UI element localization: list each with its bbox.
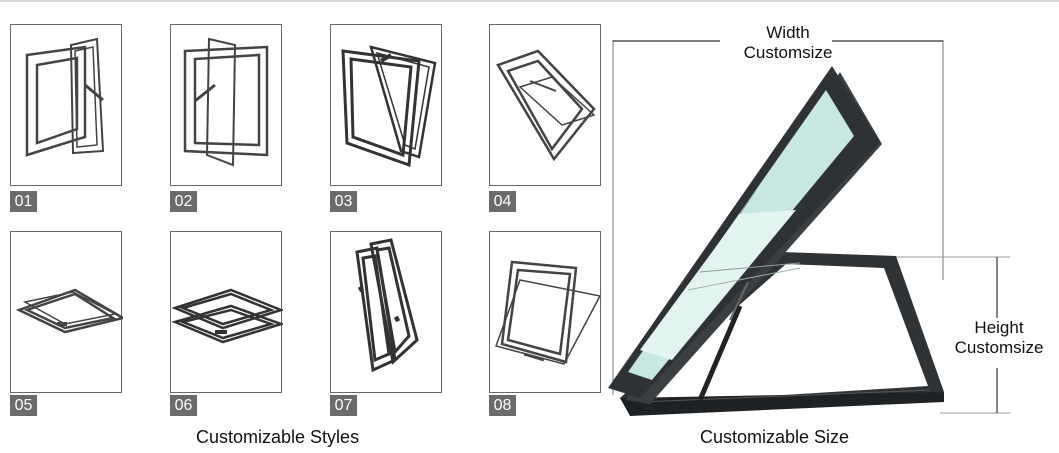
style-thumbnail-03[interactable] — [330, 24, 442, 186]
width-label-line1: Width — [766, 23, 810, 42]
style-thumbnail-02[interactable] — [170, 24, 282, 186]
double-casement-frame-icon — [355, 238, 419, 373]
skylight-window-illustration — [608, 40, 1010, 416]
style-number-badge: 02 — [170, 191, 197, 212]
style-number-badge: 06 — [170, 395, 197, 416]
double-frame-skylight-icon — [171, 288, 283, 344]
styles-caption: Customizable Styles — [196, 427, 360, 447]
style-thumbnail-06[interactable] — [170, 231, 283, 393]
bottom-hinged-hopper-icon — [495, 260, 602, 365]
height-label-line1: Height — [974, 318, 1024, 337]
style-number-badge: 05 — [10, 395, 37, 416]
style-number-badge: 07 — [330, 395, 357, 416]
flat-skylight-open-icon — [15, 288, 123, 334]
style-number-badge: 04 — [489, 191, 516, 212]
top-divider — [0, 0, 1059, 2]
side-hinged-casement-right-icon — [25, 37, 105, 157]
style-thumbnail-07[interactable] — [330, 231, 442, 393]
top-hung-awning-icon — [496, 49, 596, 162]
style-thumbnail-05[interactable] — [10, 231, 123, 393]
style-thumbnail-08[interactable] — [489, 231, 602, 393]
width-label-line2: Customsize — [743, 43, 833, 62]
style-number-badge: 08 — [489, 395, 516, 416]
top-hinged-tilt-window-icon — [341, 45, 437, 168]
height-dimension-label: Height Customsize — [944, 318, 1054, 358]
size-caption: Customizable Size — [700, 427, 850, 447]
height-label-line2: Customsize — [954, 338, 1044, 357]
style-number-badge: 01 — [10, 191, 37, 212]
width-dimension-label: Width Customsize — [716, 23, 860, 63]
style-thumbnail-04[interactable] — [489, 24, 601, 186]
side-hinged-casement-left-icon — [183, 37, 269, 167]
style-number-badge: 03 — [330, 191, 357, 212]
style-thumbnail-01[interactable] — [10, 24, 122, 186]
